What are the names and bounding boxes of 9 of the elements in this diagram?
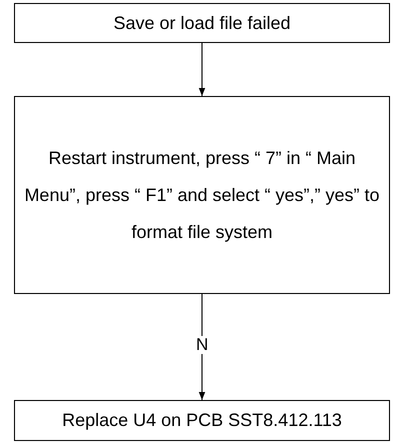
arrow bbox=[198, 294, 206, 400]
process-box bbox=[14, 400, 390, 441]
box-text: Save or load file failed bbox=[113, 12, 291, 34]
process-box bbox=[14, 96, 390, 294]
box-text: Replace U4 on PCB SST8.412.113 bbox=[62, 409, 342, 432]
arrow bbox=[198, 42, 206, 96]
process-box bbox=[14, 3, 390, 43]
box-text: Restart instrument, press “ 7” in “ Main Menu”, press “ F1” and select “ yes”,” yes” to format file system bbox=[23, 146, 381, 244]
edge-label: N bbox=[196, 336, 208, 354]
